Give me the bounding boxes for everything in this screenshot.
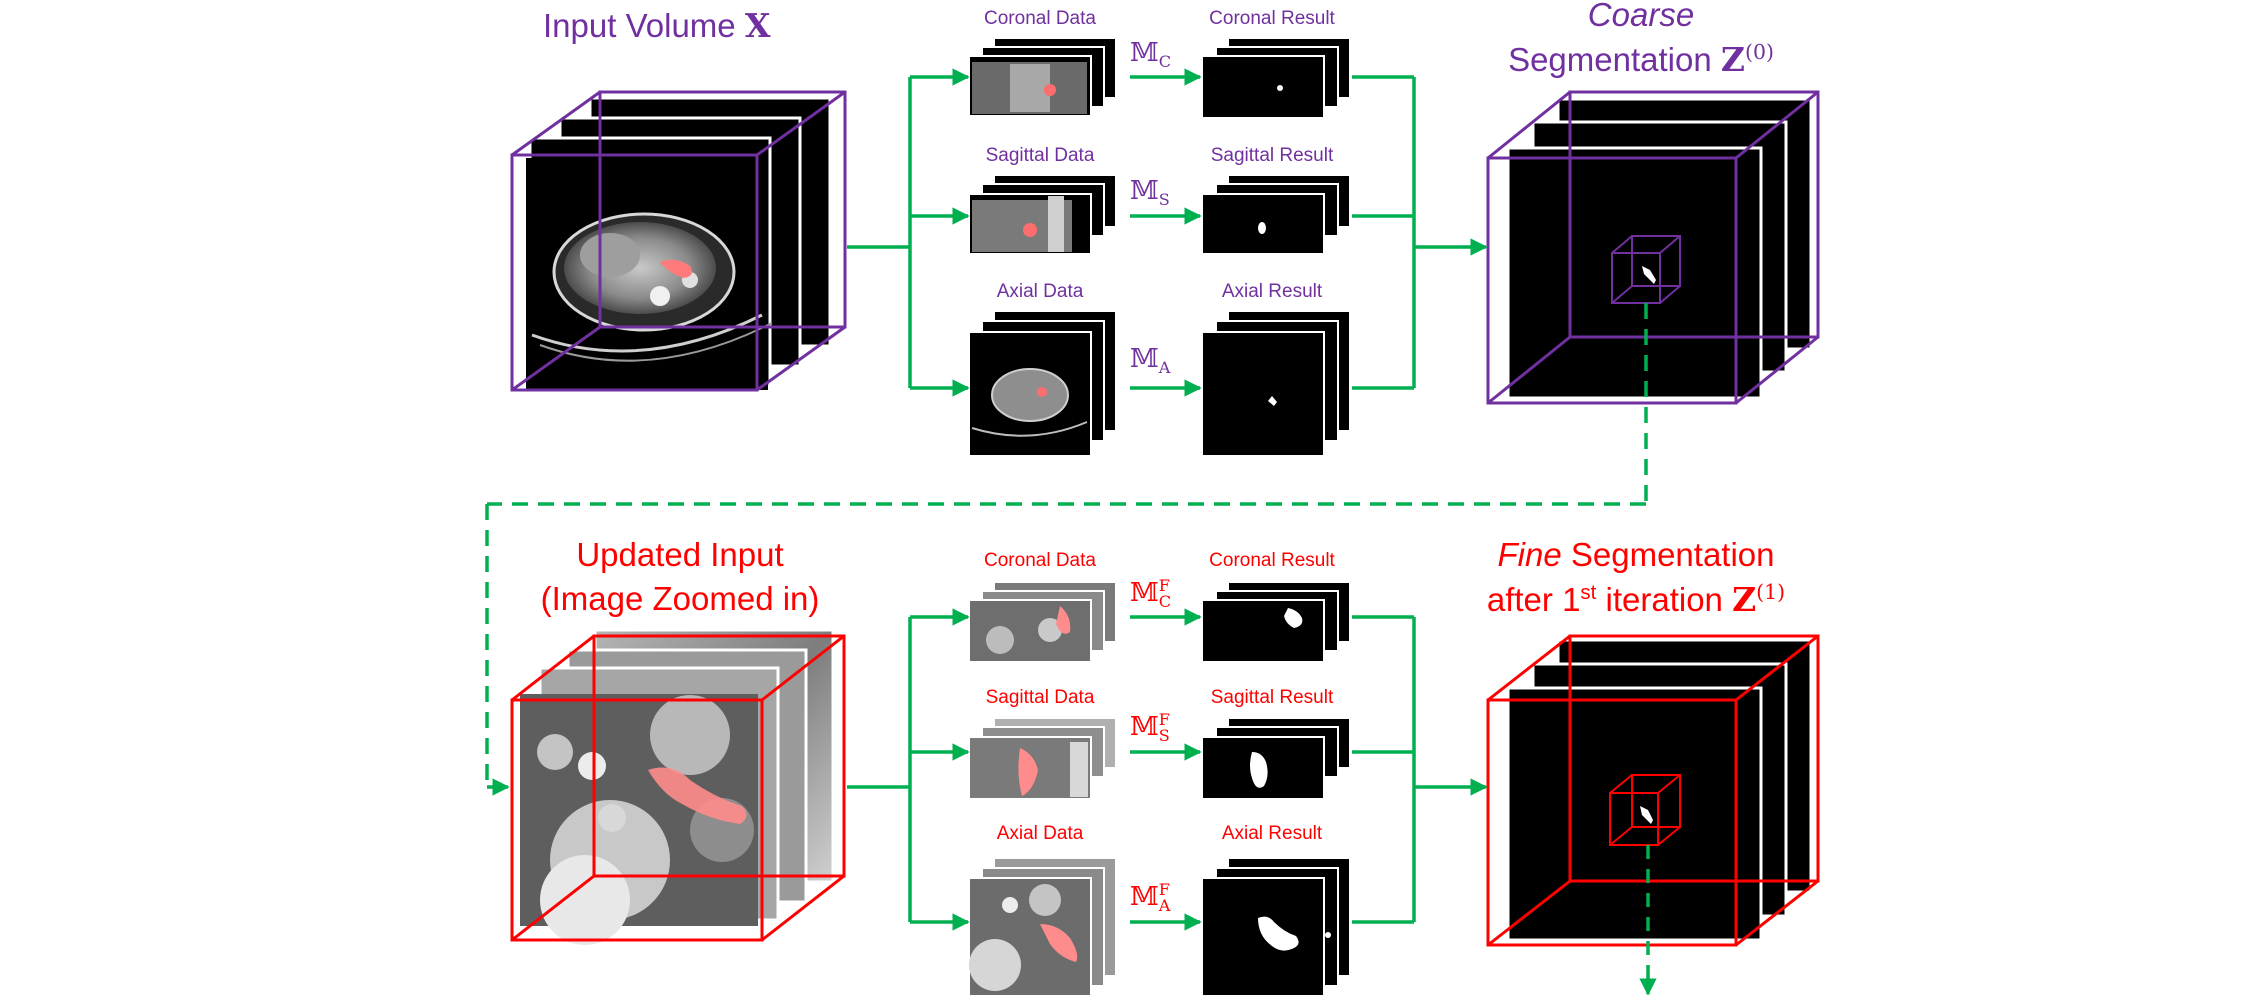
- model-coronal-label: 𝕄C: [1130, 38, 1172, 71]
- fine-coronal-data-stack: [968, 581, 1117, 663]
- fine-model-sagittal-letter: 𝕄: [1130, 712, 1159, 743]
- fine-title-sup: (1): [1756, 580, 1786, 604]
- coarse-title-rest: Segmentation: [1508, 41, 1712, 78]
- top-result-stacks: [1201, 37, 1351, 457]
- top-flow-lines: [847, 68, 1488, 397]
- coarse-title-line1: Coarse: [1587, 0, 1695, 33]
- bottom-data-stacks: [968, 581, 1117, 997]
- top-coronal-data-label: Coronal Data: [984, 8, 1096, 29]
- coarse-title-sup: (0): [1744, 40, 1774, 64]
- zoomed-ct-slice: [537, 695, 754, 945]
- fine-model-sagittal-sub: S: [1158, 726, 1170, 746]
- fine-title-after: after 1: [1486, 581, 1581, 618]
- top-axial-result-label: Axial Result: [1221, 281, 1323, 302]
- fine-coronal-result-stack: [1201, 581, 1351, 663]
- bottom-coronal-result-label: Coronal Result: [1209, 550, 1335, 571]
- top-sagittal-data-label: Sagittal Data: [985, 145, 1095, 166]
- zoomed-input-stack: [510, 628, 846, 945]
- coronal-result-stack: [1201, 37, 1351, 119]
- fine-model-coronal-sub: C: [1158, 592, 1172, 612]
- feedback-dashed-line: [485, 303, 1648, 796]
- model-sagittal-label: 𝕄S: [1130, 176, 1170, 209]
- fine-model-coronal-sup: F: [1158, 576, 1170, 595]
- sagittal-data-stack: [968, 174, 1117, 255]
- top-coronal-result-label: Coronal Result: [1209, 8, 1335, 29]
- fine-model-axial-sub: A: [1158, 896, 1171, 916]
- sagittal-result-stack: [1201, 174, 1351, 255]
- fine-axial-result-stack: [1201, 857, 1351, 997]
- input-volume-stack: [510, 90, 847, 392]
- coarse-title-line2: Segmentation Z(0): [1508, 40, 1774, 79]
- bottom-coronal-data-label: Coronal Data: [984, 550, 1096, 571]
- bottom-axial-result-label: Axial Result: [1221, 823, 1323, 844]
- input-volume-symbol: X: [744, 6, 771, 45]
- updated-input-title-line1: Updated Input: [576, 536, 784, 573]
- model-coronal-sub: C: [1158, 51, 1172, 71]
- coarse-roi-box: [1611, 235, 1681, 304]
- coarse-title-symbol: Z: [1720, 40, 1745, 79]
- input-volume-title: Input Volume X: [543, 6, 770, 45]
- fine-title-symbol: Z: [1732, 580, 1757, 619]
- coronal-data-stack: [968, 37, 1117, 117]
- bottom-sagittal-result-label: Sagittal Result: [1210, 687, 1334, 708]
- fine-title-iteration: iteration: [1605, 581, 1723, 618]
- fine-title-ordinal: st: [1580, 581, 1597, 604]
- model-axial-sub: A: [1158, 357, 1171, 377]
- fine-title-line2: after 1st iteration Z(1): [1487, 580, 1785, 619]
- fine-model-axial-sup: F: [1158, 880, 1170, 899]
- fine-axial-data-stack: [968, 857, 1117, 997]
- coarse-output-volume: [1486, 90, 1820, 405]
- bottom-sagittal-data-label: Sagittal Data: [985, 687, 1095, 708]
- fine-sagittal-result-stack: [1201, 717, 1351, 800]
- fine-sagittal-data-stack: [968, 717, 1117, 800]
- model-coronal-letter: 𝕄: [1130, 38, 1159, 68]
- axial-result-stack: [1201, 310, 1351, 457]
- fine-model-axial-letter: 𝕄: [1130, 882, 1159, 913]
- bottom-axial-data-label: Axial Data: [996, 823, 1084, 844]
- fine-title-line1: Fine Segmentation: [1497, 536, 1774, 574]
- input-volume-title-text: Input Volume: [543, 7, 736, 44]
- top-data-stacks: [968, 37, 1117, 457]
- bottom-flow-lines: [847, 608, 1657, 996]
- updated-input-title-line2: (Image Zoomed in): [540, 580, 820, 617]
- fine-model-sagittal-sup: F: [1158, 710, 1170, 729]
- fine-output-volume: [1486, 634, 1820, 947]
- fine-title-italic: Fine: [1497, 536, 1562, 573]
- model-sagittal-letter: 𝕄: [1130, 176, 1159, 206]
- top-sagittal-result-label: Sagittal Result: [1210, 145, 1334, 166]
- bottom-result-stacks: [1201, 581, 1351, 997]
- fine-title-rest: Segmentation: [1570, 536, 1775, 573]
- model-sagittal-sub: S: [1158, 189, 1170, 209]
- fine-model-coronal-letter: 𝕄: [1130, 578, 1159, 609]
- model-axial-label: 𝕄A: [1130, 344, 1171, 377]
- top-axial-data-label: Axial Data: [996, 281, 1084, 302]
- axial-data-stack: [968, 310, 1117, 457]
- model-axial-letter: 𝕄: [1130, 344, 1159, 374]
- fine-roi-box: [1609, 774, 1681, 846]
